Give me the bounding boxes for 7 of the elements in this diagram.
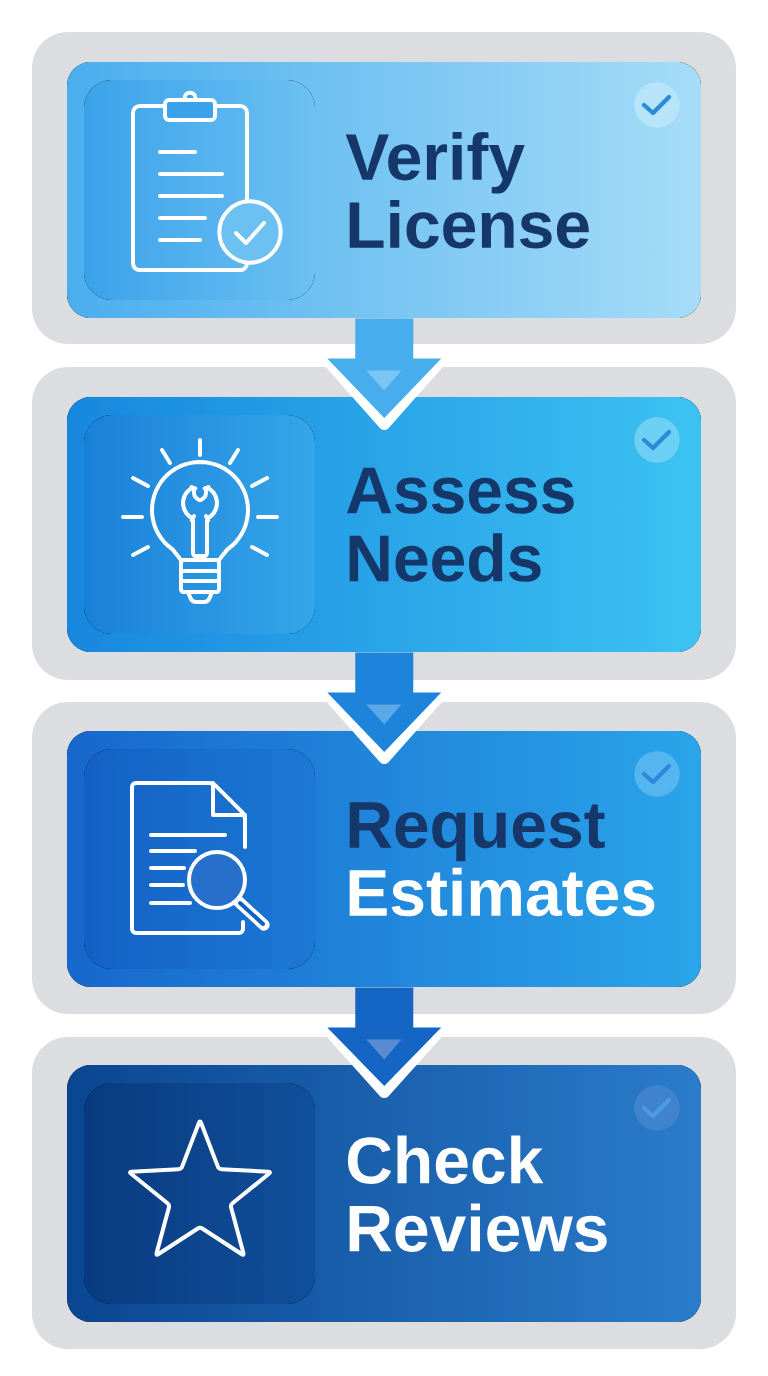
arrow — [327, 652, 442, 752]
step-title: Assess Needs — [346, 467, 574, 582]
step-title: Request Estimates — [349, 802, 655, 917]
step-title: Check Reviews — [347, 1135, 607, 1252]
arrow — [327, 987, 442, 1086]
arrow — [327, 318, 442, 418]
step-title: Verify License — [345, 132, 589, 249]
